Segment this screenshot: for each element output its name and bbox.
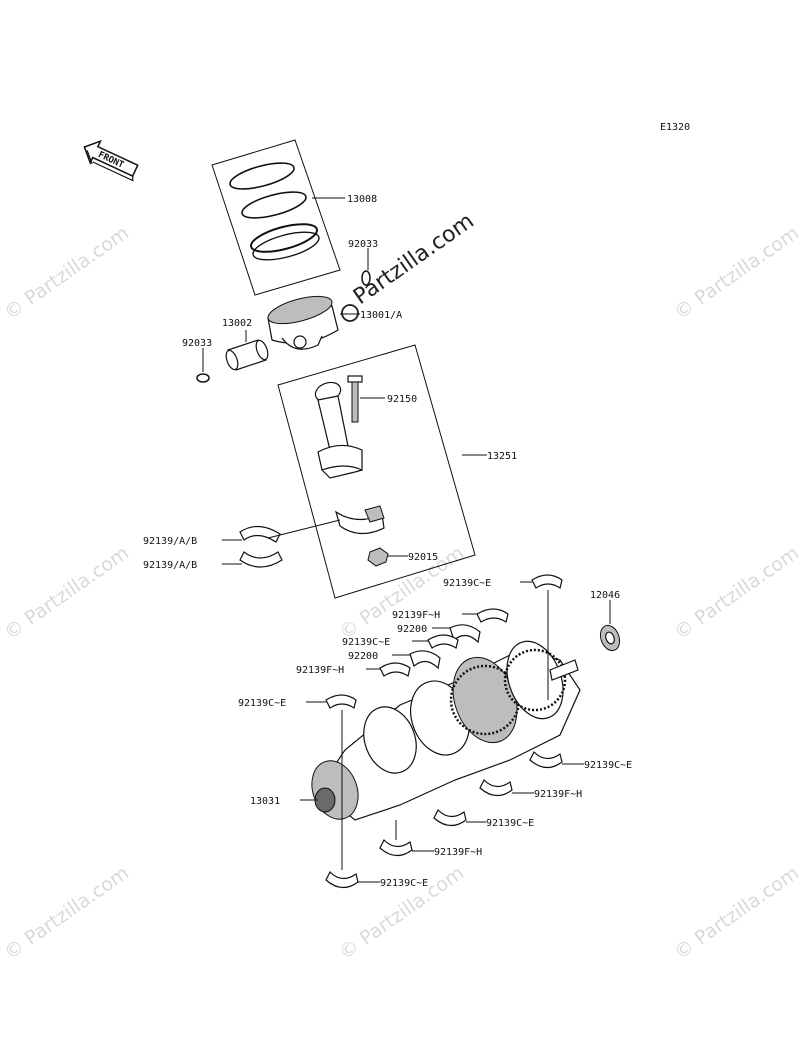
- main-bearing-top-4: [379, 662, 411, 677]
- conrod-cap: [334, 505, 385, 535]
- conrod-bolt: [347, 375, 363, 423]
- watermark: © Partzilla.com: [0, 542, 133, 644]
- label-mb-top-4: 92139F~H: [296, 665, 344, 676]
- diagram-code: E1320: [660, 122, 690, 133]
- watermark: © Partzilla.com: [670, 542, 800, 644]
- label-mb-bot-3: 92139C~E: [486, 818, 534, 829]
- label-mb-bot-5: 92139C~E: [380, 878, 428, 889]
- label-mb-top-3: 92139C~E: [342, 637, 390, 648]
- rod-bearing-lower: [239, 551, 283, 568]
- conrod-box: [277, 344, 476, 599]
- watermark-main: Partzilla.com: [349, 209, 479, 310]
- label-rod-bearing-2: 92139/A/B: [143, 560, 197, 571]
- thrust-washer-2: [409, 650, 441, 670]
- thrust-washer-1: [449, 624, 481, 644]
- piston-rings: [229, 162, 320, 261]
- main-bearing-top-1: [531, 574, 563, 589]
- label-mb-bot-1: 92139C~E: [584, 760, 632, 771]
- piston-pin-clip-left: [196, 373, 210, 383]
- conrod-nut: [367, 547, 389, 567]
- main-bearing-bottom-1: [529, 750, 563, 769]
- label-clip-top: 92033: [348, 239, 378, 250]
- label-rod-bearing-1: 92139/A/B: [143, 536, 197, 547]
- label-conrod: 13251: [487, 451, 517, 462]
- label-piston: 13001/A: [360, 310, 402, 321]
- watermark: © Partzilla.com: [0, 222, 133, 324]
- crankshaft: [311, 640, 581, 821]
- main-bearing-bottom-4: [379, 838, 413, 857]
- label-mb-top-5: 92139C~E: [238, 698, 286, 709]
- watermark: © Partzilla.com: [670, 222, 800, 324]
- label-mb-top-1: 92139C~E: [443, 578, 491, 589]
- piston-pin-clip-right: [361, 270, 371, 286]
- label-thrust-2: 92200: [348, 651, 378, 662]
- main-bearing-bottom-5: [325, 870, 359, 889]
- label-gear: 12046: [590, 590, 620, 601]
- rod-bearing-upper: [239, 525, 281, 543]
- label-piston-rings: 13008: [347, 194, 377, 205]
- watermark-logo: Partzilla.com: [341, 209, 479, 322]
- watermark: © Partzilla.com: [670, 862, 800, 964]
- label-crankshaft: 13031: [250, 796, 280, 807]
- label-mb-bot-2: 92139F~H: [534, 789, 582, 800]
- label-piston-pin: 13002: [222, 318, 252, 329]
- watermark: © Partzilla.com: [0, 862, 133, 964]
- piston: [267, 295, 339, 350]
- label-bolt: 92150: [387, 394, 417, 405]
- label-mb-bot-4: 92139F~H: [434, 847, 482, 858]
- front-arrow-icon: FRONT: [83, 139, 139, 182]
- main-bearing-top-3: [427, 634, 459, 649]
- main-bearing-bottom-3: [433, 808, 467, 827]
- connecting-rod: [314, 381, 363, 479]
- label-nut: 92015: [408, 552, 438, 563]
- label-clip-left: 92033: [182, 338, 212, 349]
- label-thrust-1: 92200: [397, 624, 427, 635]
- main-bearing-top-2: [476, 608, 509, 623]
- piston-ring-box: [211, 139, 341, 296]
- piston-pin: [225, 339, 269, 371]
- label-mb-top-2: 92139F~H: [392, 610, 440, 621]
- main-bearing-bottom-2: [479, 778, 513, 797]
- balancer-gear: [599, 624, 621, 652]
- main-bearing-top-5: [325, 694, 357, 709]
